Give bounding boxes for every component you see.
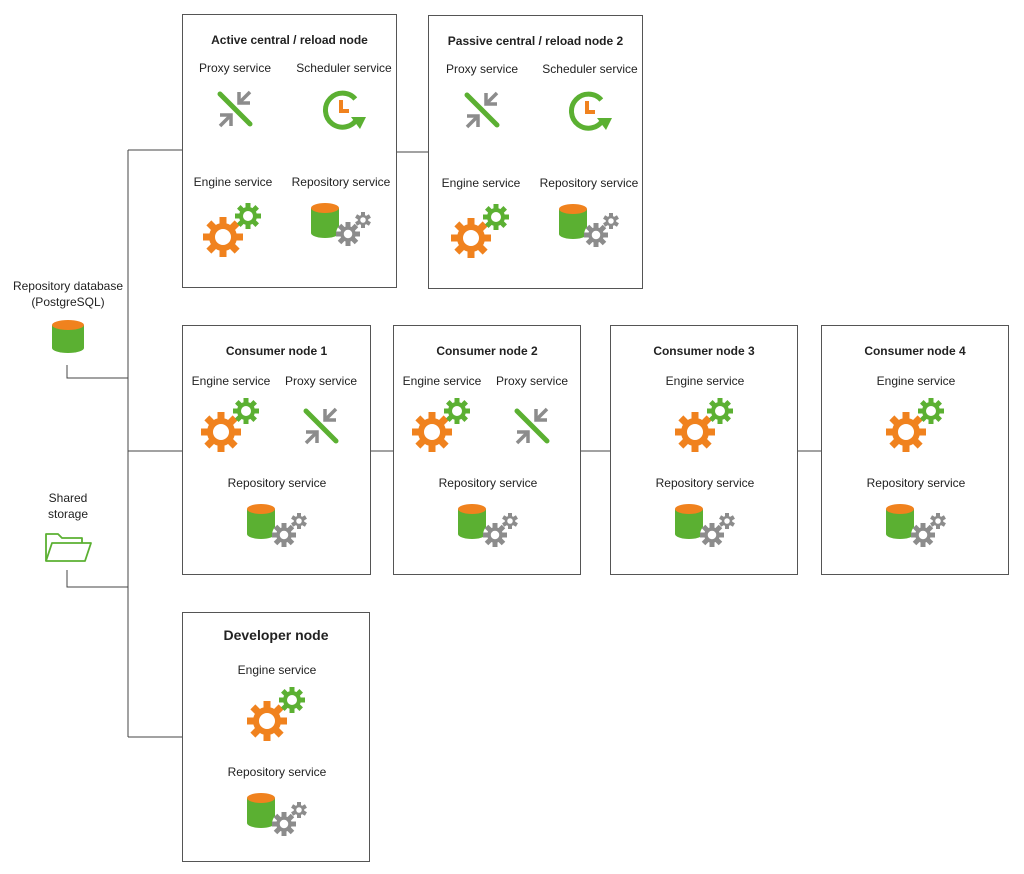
service-engine: Engine service [222,663,332,743]
engine-gears-icon [247,687,305,741]
node-title: Consumer node 1 [225,344,328,358]
node-title: Active central / reload node [211,33,368,47]
service-label: Repository service [655,476,755,490]
repository-icon [559,204,619,247]
service-engine: Engine service [650,374,760,454]
node-title: Developer node [223,627,329,643]
node-passive-central: Passive central / reload node 2 Proxy se… [428,15,643,289]
service-label: Engine service [402,374,482,388]
service-engine: Engine service [176,374,286,454]
engine-gears-icon [886,398,944,452]
shared-storage: Shared storage [28,490,108,522]
proxy-icon [514,407,550,445]
node-consumer-1: Consumer node 1 Engine service [182,325,371,575]
service-repository: Repository service [286,175,396,249]
service-label: Repository service [291,175,391,189]
node-consumer-2: Consumer node 2 Engine service [393,325,581,575]
service-engine: Engine service [178,175,288,259]
link-shared-storage [66,570,128,588]
service-label: Repository service [227,765,327,779]
service-label: Scheduler service [542,62,638,76]
service-repository: Repository service [222,765,332,839]
service-engine: Engine service [861,374,971,454]
repository-icon [247,504,307,547]
proxy-icon [303,407,339,445]
shared-storage-label: Shared [48,491,88,505]
service-label: Engine service [237,663,317,677]
node-consumer-3: Consumer node 3 Engine service [610,325,798,575]
node-title: Consumer node 3 [653,344,755,358]
service-engine: Engine service [426,176,536,260]
repository-database-sublabel: (PostgreSQL) [31,295,105,309]
repository-icon [675,504,735,547]
engine-gears-icon [675,398,733,452]
link-repo-db [66,365,128,379]
node-title: Consumer node 2 [436,344,538,358]
service-proxy: Proxy service [180,61,290,131]
engine-gears-icon [201,398,259,452]
service-proxy: Proxy service [266,374,376,448]
service-label: Proxy service [495,374,569,388]
engine-gears-icon [412,398,470,452]
node-title: Passive central / reload node 2 [447,34,624,48]
service-proxy: Proxy service [477,374,587,448]
service-label: Engine service [193,175,273,189]
service-label: Engine service [441,176,521,190]
repository-icon [247,793,307,836]
service-repository: Repository service [222,476,332,550]
scheduler-icon [322,90,366,130]
repository-icon [458,504,518,547]
service-repository: Repository service [650,476,760,550]
node-consumer-4: Consumer node 4 Engine service [821,325,1009,575]
repository-database-label: Repository database [12,279,124,293]
shared-storage-sublabel: storage [47,507,89,521]
database-icon [52,320,84,353]
service-scheduler: Scheduler service [535,62,645,134]
service-repository: Repository service [534,176,644,250]
service-repository: Repository service [433,476,543,550]
service-label: Repository service [539,176,639,190]
service-label: Repository service [438,476,538,490]
service-label: Proxy service [284,374,358,388]
proxy-icon [464,91,500,129]
node-title: Consumer node 4 [864,344,966,358]
engine-gears-icon [203,203,261,257]
service-label: Repository service [227,476,327,490]
service-label: Proxy service [445,62,519,76]
service-proxy: Proxy service [427,62,537,132]
service-label: Proxy service [198,61,272,75]
service-label: Scheduler service [296,61,392,75]
folder-icon [45,533,92,562]
service-scheduler: Scheduler service [289,61,399,133]
repository-icon [886,504,946,547]
scheduler-icon [568,91,612,131]
repository-icon [311,203,371,246]
repository-database: Repository database (PostgreSQL) [8,278,128,310]
service-label: Engine service [191,374,271,388]
proxy-icon [217,90,253,128]
engine-gears-icon [451,204,509,258]
node-developer: Developer node Engine service [182,612,370,862]
node-active-central: Active central / reload node Proxy servi… [182,14,397,288]
service-repository: Repository service [861,476,971,550]
service-label: Engine service [876,374,956,388]
service-label: Repository service [866,476,966,490]
service-label: Engine service [665,374,745,388]
service-engine: Engine service [387,374,497,454]
